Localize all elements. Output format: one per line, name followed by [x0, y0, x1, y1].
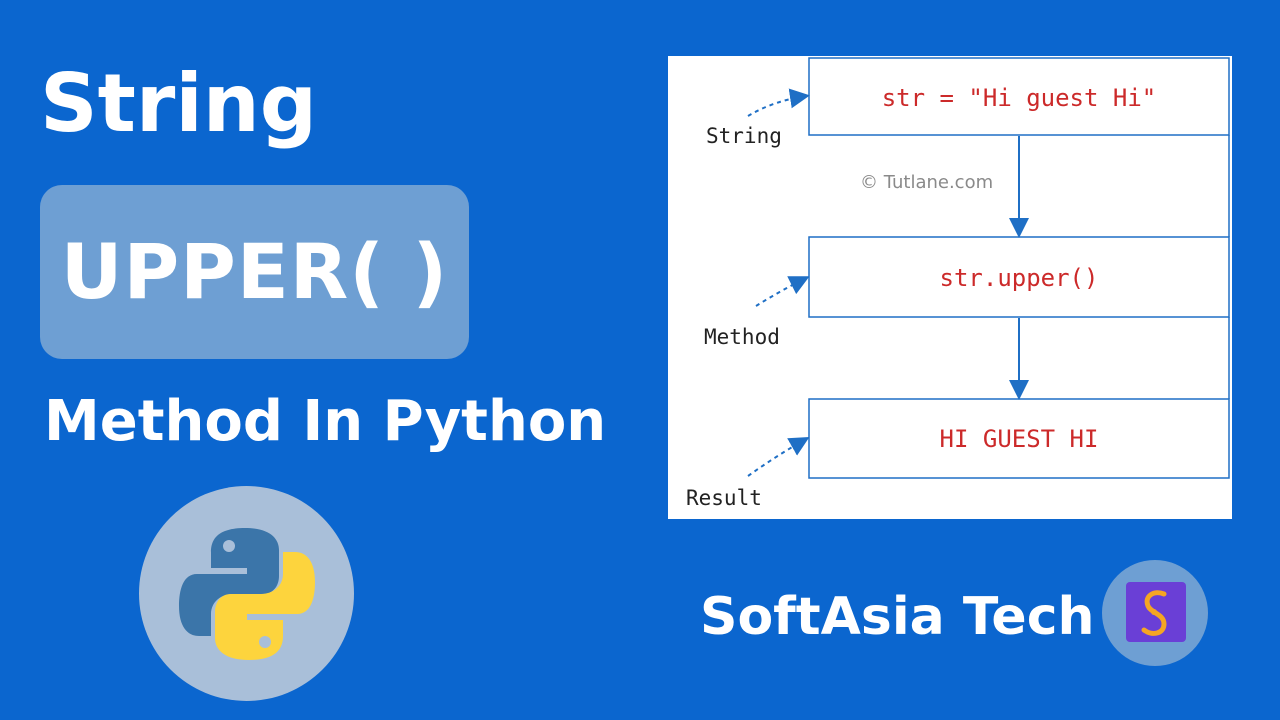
python-logo-badge — [139, 486, 354, 701]
watermark: © Tutlane.com — [860, 172, 993, 193]
upper-method-diagram: str = "Hi guest Hi" str.upper() HI GUEST… — [668, 56, 1232, 519]
code-result: HI GUEST HI — [940, 425, 1099, 453]
box-string — [808, 57, 1230, 136]
label-result: Result — [686, 486, 762, 510]
pointer-arrow-result — [747, 437, 810, 477]
pointer-arrow-string — [747, 88, 810, 117]
label-string: String — [706, 124, 782, 148]
code-string: str = "Hi guest Hi" — [882, 84, 1157, 112]
title-string: String — [40, 57, 317, 150]
brand-name: SoftAsia Tech — [700, 587, 1095, 647]
label-method: Method — [704, 325, 780, 349]
method-name-panel: UPPER( ) — [40, 185, 469, 359]
brand-logo-badge — [1102, 560, 1208, 666]
python-logo-icon — [179, 528, 315, 660]
softasia-logo-icon — [1126, 582, 1186, 642]
code-method: str.upper() — [940, 264, 1099, 292]
pointer-arrow-method — [755, 276, 810, 307]
subtitle: Method In Python — [44, 389, 607, 454]
method-name: UPPER( ) — [60, 227, 449, 316]
box-method — [808, 236, 1230, 318]
